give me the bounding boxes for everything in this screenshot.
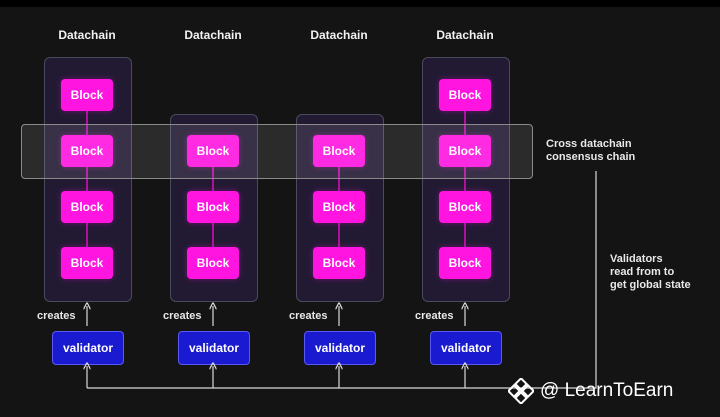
validator-2: validator bbox=[178, 331, 250, 365]
consensus-chain-label: Cross datachain consensus chain bbox=[546, 138, 636, 163]
validator-1: validator bbox=[52, 331, 124, 365]
block-c2-r1: Block bbox=[187, 135, 239, 167]
block-c1-r2: Block bbox=[61, 135, 113, 167]
chain-link bbox=[464, 111, 466, 135]
validators-note: Validators read from to get global state bbox=[610, 253, 691, 291]
block-c4-r4: Block bbox=[439, 247, 491, 279]
validator-4: validator bbox=[430, 331, 502, 365]
block-c2-r3: Block bbox=[187, 247, 239, 279]
watermark-text: @ LearnToEarn bbox=[540, 380, 674, 401]
creates-label-3: creates bbox=[289, 310, 328, 322]
chain-link bbox=[86, 223, 88, 247]
learntoearn-watermark: @ LearnToEarn bbox=[508, 378, 673, 404]
chain-link bbox=[464, 223, 466, 247]
chain-link bbox=[212, 223, 214, 247]
top-bar bbox=[0, 0, 720, 7]
chain-link bbox=[86, 111, 88, 135]
chain-link bbox=[212, 167, 214, 191]
block-c2-r2: Block bbox=[187, 191, 239, 223]
block-c4-r2: Block bbox=[439, 135, 491, 167]
block-c1-r1: Block bbox=[61, 79, 113, 111]
block-c4-r3: Block bbox=[439, 191, 491, 223]
chain-link bbox=[338, 167, 340, 191]
diamond-logo-icon bbox=[508, 378, 534, 404]
block-c3-r3: Block bbox=[313, 247, 365, 279]
datachain-title-2: Datachain bbox=[184, 28, 242, 42]
creates-label-1: creates bbox=[37, 310, 76, 322]
datachain-title-4: Datachain bbox=[436, 28, 494, 42]
block-c3-r2: Block bbox=[313, 191, 365, 223]
chain-link bbox=[338, 223, 340, 247]
chain-link bbox=[86, 167, 88, 191]
creates-label-2: creates bbox=[163, 310, 202, 322]
datachain-title-1: Datachain bbox=[58, 28, 116, 42]
global-state-line bbox=[87, 171, 597, 389]
validator-3: validator bbox=[304, 331, 376, 365]
block-c3-r1: Block bbox=[313, 135, 365, 167]
block-c1-r4: Block bbox=[61, 247, 113, 279]
block-c1-r3: Block bbox=[61, 191, 113, 223]
consensus-chain-band bbox=[21, 124, 533, 179]
block-c4-r1: Block bbox=[439, 79, 491, 111]
creates-label-4: creates bbox=[415, 310, 454, 322]
chain-link bbox=[464, 167, 466, 191]
datachain-title-3: Datachain bbox=[310, 28, 368, 42]
